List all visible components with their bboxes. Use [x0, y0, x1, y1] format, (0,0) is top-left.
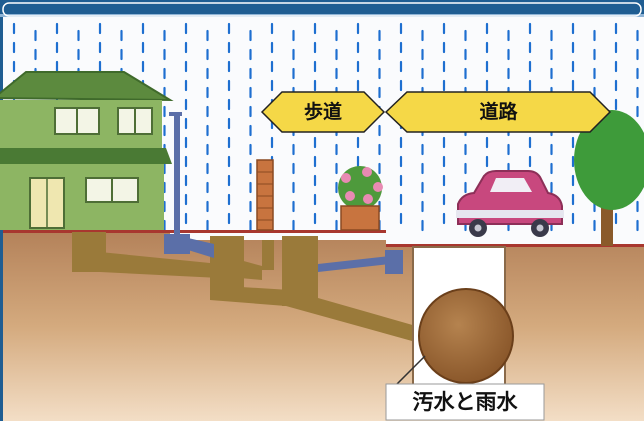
tree	[574, 110, 644, 246]
flower-planter	[338, 166, 383, 231]
header-bar	[0, 0, 644, 17]
house-drain-pipes	[72, 232, 430, 346]
road-label: 道路	[479, 101, 518, 123]
pipe-label-box	[385, 383, 545, 421]
road-banner	[384, 91, 612, 133]
pipe-label: 汚水と雨水	[412, 390, 518, 414]
sidewalk-label: 歩道	[303, 101, 342, 123]
brick-post	[256, 159, 274, 231]
combined-sewer-main	[418, 288, 514, 384]
sidewalk-banner	[260, 91, 386, 133]
rain-downspout	[169, 112, 182, 236]
house	[0, 71, 174, 230]
car	[456, 170, 564, 237]
rainwater-pipes	[164, 234, 403, 274]
pipe-label-leader	[396, 355, 426, 385]
